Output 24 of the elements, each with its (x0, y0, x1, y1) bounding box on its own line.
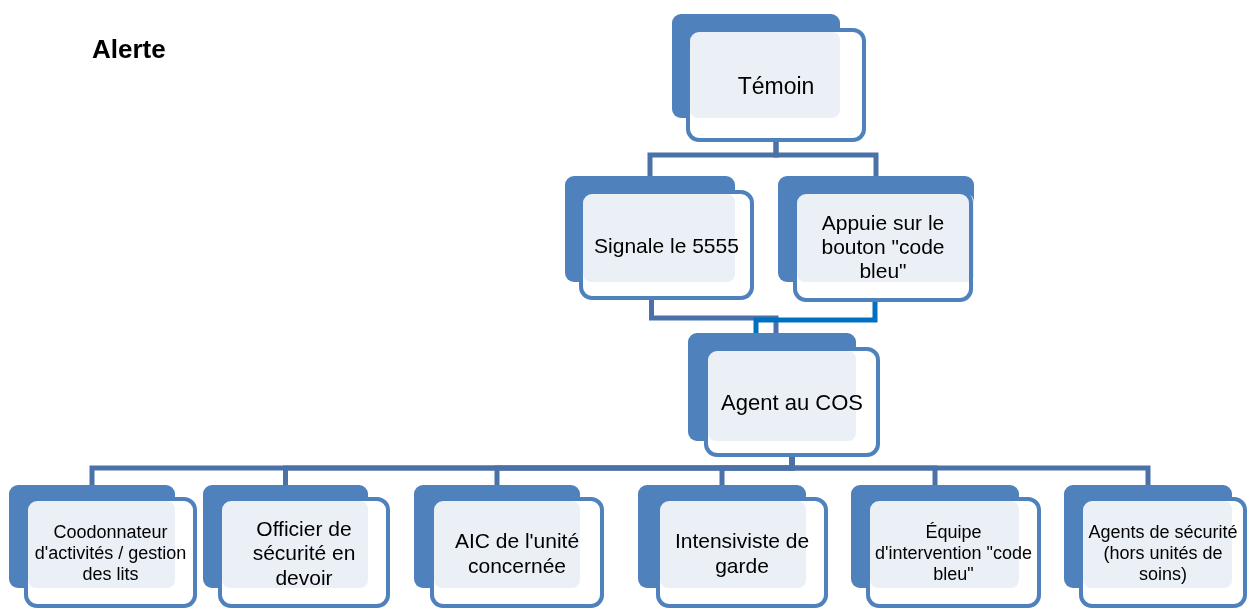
node-label: AIC de l'unité concernée (453, 529, 581, 578)
title: Alerte (92, 34, 166, 65)
node-label: Intensiviste de garde (673, 529, 811, 578)
connector-line (649, 300, 779, 333)
process-box (565, 176, 754, 300)
node-label: Officier de sécurité en devoir (251, 517, 357, 590)
process-box (851, 485, 1041, 608)
process-box (672, 14, 866, 142)
process-box (414, 485, 604, 608)
process-box (203, 485, 390, 608)
node-label: Signale le 5555 (594, 233, 739, 259)
node-label: Coodonnateur d'activités / gestion des lits (33, 522, 188, 585)
process-box (688, 333, 880, 457)
node-label: Équipe d'intervention "code bleu" (874, 522, 1033, 585)
node-label: Agent au COS (721, 390, 863, 416)
node-label: Agents de sécurité (hors unités de soins) (1087, 522, 1239, 585)
node-label: Témoin (737, 72, 815, 100)
connector-line (773, 142, 879, 176)
process-box (638, 485, 828, 608)
process-box (1064, 485, 1247, 608)
process-box (9, 485, 197, 608)
process-box (778, 176, 974, 302)
connector-line (753, 302, 878, 333)
node-label: Appuie sur le bouton "code bleu" (820, 210, 946, 284)
